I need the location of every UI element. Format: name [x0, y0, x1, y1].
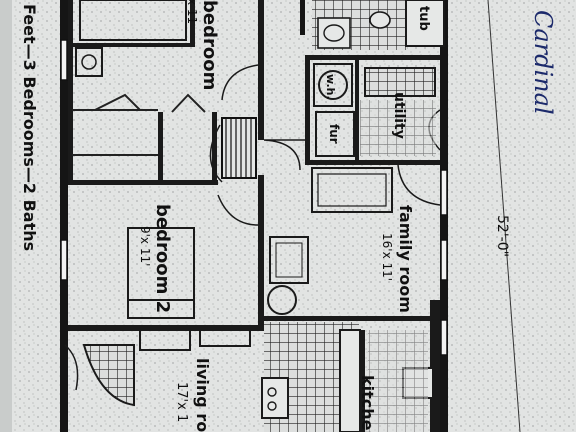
bedroom-top-label: bedroom	[199, 0, 220, 90]
bathtub	[405, 0, 445, 47]
bedroom-2-label: bedroom 2	[152, 204, 173, 313]
lamp-icon	[81, 54, 97, 70]
water-heater-box	[313, 63, 353, 107]
dresser-2	[139, 329, 191, 351]
furnace-box	[315, 111, 355, 157]
sofa-back	[317, 173, 387, 207]
interior-walls	[68, 0, 440, 432]
sink-cabinet	[317, 17, 351, 49]
round-table	[267, 285, 297, 315]
sofa	[311, 167, 393, 213]
coffee-table	[269, 236, 309, 284]
stove	[261, 377, 289, 419]
living-room-size: 17'x 1	[174, 382, 189, 422]
burner-1	[267, 387, 277, 397]
dimension-label: 52'-0"	[494, 215, 510, 257]
exterior-walls	[60, 0, 448, 432]
sink-icon	[323, 24, 345, 42]
handwritten-note: Cardinal	[529, 10, 557, 115]
closet-lines	[72, 93, 206, 156]
windows	[60, 39, 448, 356]
header-caption: Feet—3 Bedrooms—2 Baths	[20, 4, 39, 251]
bed-2	[127, 227, 195, 319]
utility-shelf	[364, 67, 436, 97]
water-heater-circle	[318, 70, 348, 100]
nightstand	[75, 47, 103, 77]
kitchen-counter	[339, 329, 361, 432]
desk-2	[199, 329, 251, 347]
living-room-label: living ro	[193, 358, 212, 432]
bedroom-2-size: 9'x 11'	[138, 226, 152, 266]
utility-floor	[360, 100, 436, 156]
vent-grille	[221, 117, 257, 179]
utility-label: utility	[391, 92, 407, 139]
water-heater-label: w.h.	[324, 74, 337, 100]
left-margin	[0, 0, 12, 432]
entry-tile-fan	[82, 344, 135, 407]
bed-top	[79, 0, 187, 41]
family-room-size: 16'x 11'	[380, 233, 394, 281]
kitchen-tile-right	[368, 330, 428, 432]
family-room-label: family room	[396, 205, 415, 313]
kitchen-label: kitchen	[358, 375, 377, 432]
bedroom-top-size: x 11	[185, 0, 199, 24]
furnace-label: fur	[327, 124, 341, 144]
dimension-line	[487, 0, 521, 432]
burner-2	[267, 401, 277, 411]
toilet-icon	[369, 11, 391, 29]
tub-label: tub	[416, 6, 431, 31]
coffee-table-inner	[275, 242, 303, 278]
